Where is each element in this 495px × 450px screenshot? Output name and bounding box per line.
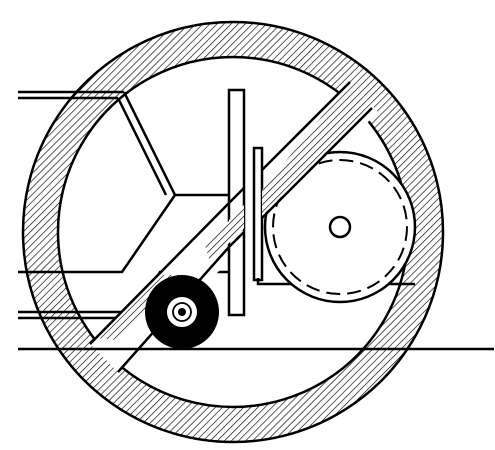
cab-outline-inner	[116, 97, 168, 196]
forklift	[18, 90, 240, 320]
prohibition-ring	[21, 20, 445, 444]
forklift-wheel	[145, 275, 219, 349]
paper-roll	[263, 150, 417, 304]
cab-lower	[18, 194, 177, 274]
wheel-hub	[178, 308, 186, 316]
roll-dashed-ring	[272, 159, 408, 295]
roll-core	[328, 215, 352, 239]
